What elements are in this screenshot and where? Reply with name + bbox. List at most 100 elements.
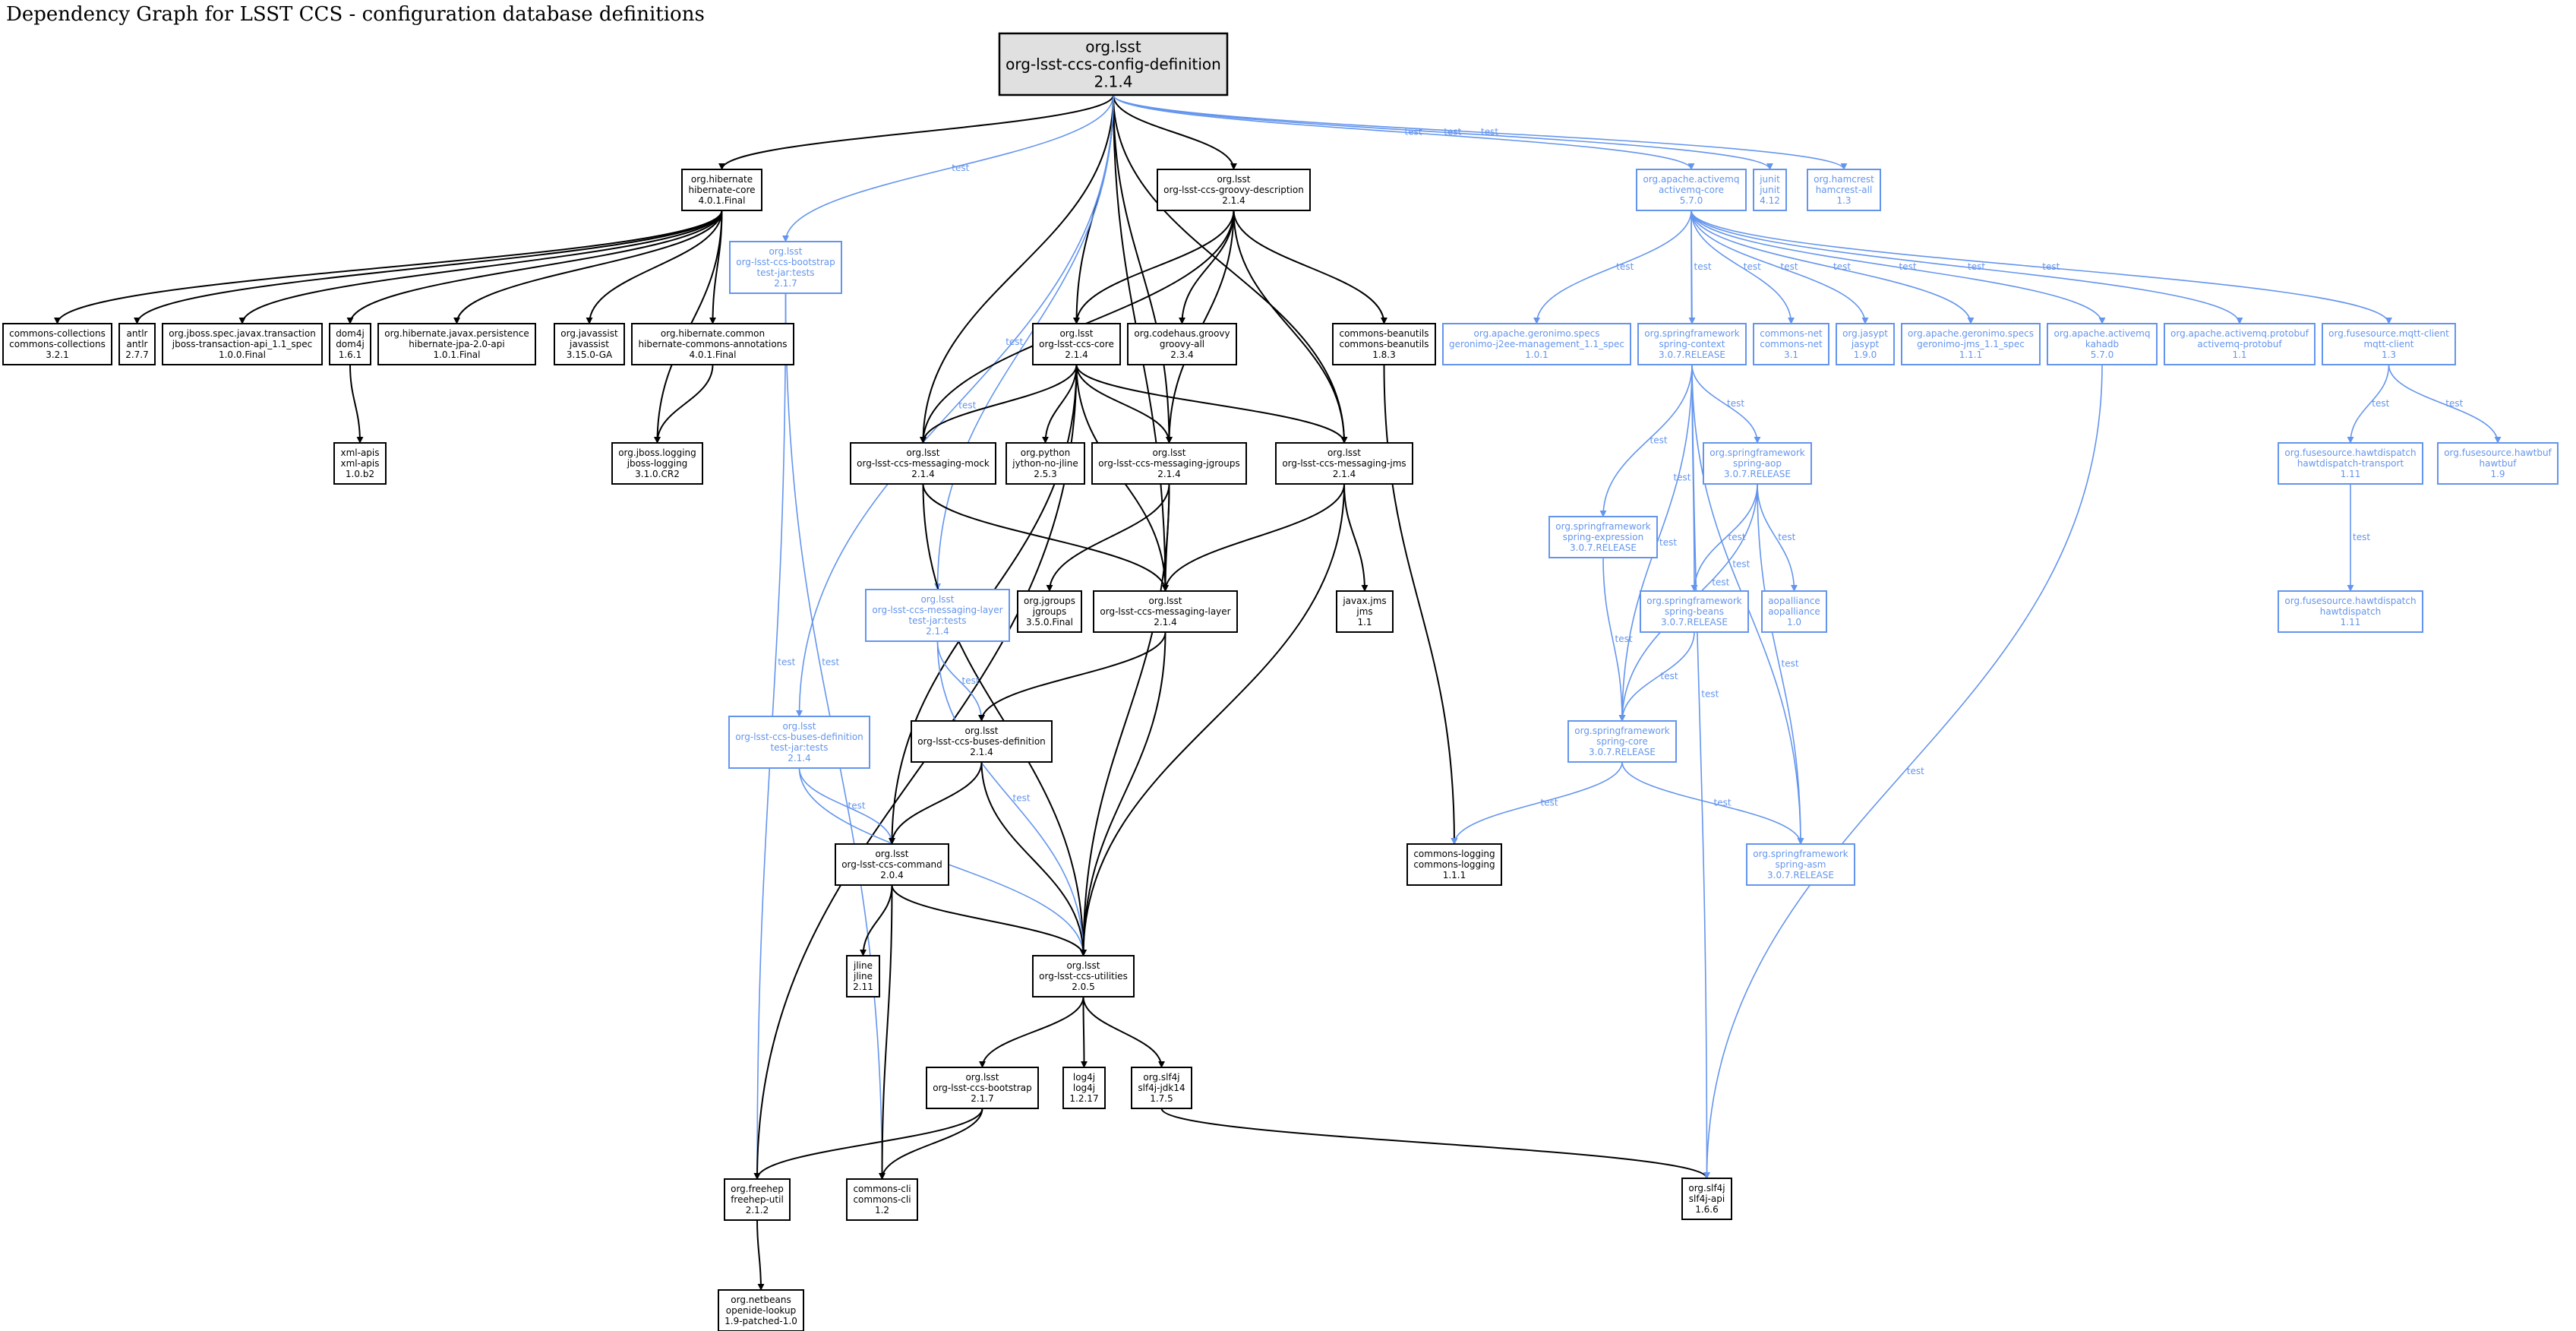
node-box	[1807, 169, 1881, 211]
node-spring-expression[interactable]: org.springframeworkspring-expression3.0.…	[1548, 516, 1658, 558]
edge-label-test: test	[1444, 127, 1461, 138]
node-box	[718, 1289, 804, 1331]
edge-commons-beanutils-to-commons-logging	[1383, 364, 1458, 845]
node-buses-definition-tests[interactable]: org.lsstorg-lsst-ccs-buses-definitiontes…	[728, 716, 870, 769]
node-activemq-protobuf[interactable]: org.apache.activemq.protobufactivemq-pro…	[2164, 323, 2316, 365]
edge-path	[978, 631, 1166, 722]
edge-path	[1757, 483, 1804, 845]
edge-slf4j-jdk14-to-slf4j-api	[1160, 1108, 1710, 1179]
edge-path	[860, 884, 893, 956]
node-hawtdispatch-transport[interactable]: org.fusesource.hawtdispatchhawtdispatch-…	[2278, 442, 2423, 485]
node-messaging-jgroups[interactable]: org.lsstorg-lsst-ccs-messaging-jgroups2.…	[1091, 442, 1247, 485]
node-hibernate-commons[interactable]: org.hibernate.commonhibernate-commons-an…	[631, 323, 794, 365]
node-openide-lookup[interactable]: org.netbeansopenide-lookup1.9-patched-1.…	[718, 1289, 804, 1331]
graph-title: Dependency Graph for LSST CCS - configur…	[6, 3, 705, 26]
node-label-line: slf4j-api	[1689, 1193, 1725, 1204]
node-bootstrap-tests[interactable]: org.lsstorg-lsst-ccs-bootstraptest-jar:t…	[729, 241, 842, 294]
node-messaging-layer-tests[interactable]: org.lsstorg-lsst-ccs-messaging-layertest…	[865, 589, 1010, 642]
node-geronimo-j2ee[interactable]: org.apache.geronimo.specsgeronimo-j2ee-m…	[1442, 323, 1631, 365]
node-spring-asm[interactable]: org.springframeworkspring-asm3.0.7.RELEA…	[1746, 843, 1855, 886]
node-label-line: jython-no-jline	[1012, 458, 1078, 469]
node-label-line: 1.1.1	[1959, 349, 1983, 360]
node-jboss-transaction[interactable]: org.jboss.spec.javax.transactionjboss-tr…	[162, 323, 323, 365]
edge-path	[1113, 94, 1695, 170]
node-groovy-description[interactable]: org.lsstorg-lsst-ccs-groovy-description2…	[1157, 169, 1311, 211]
edge-path	[1690, 483, 1758, 592]
edge-messaging-jgroups-to-ccs-utilities	[1080, 483, 1170, 956]
node-messaging-layer[interactable]: org.lsstorg-lsst-ccs-messaging-layer2.1.…	[1093, 590, 1238, 633]
node-box	[611, 442, 703, 485]
node-geronimo-jms[interactable]: org.apache.geronimo.specsgeronimo-jms_1.…	[1901, 323, 2041, 365]
edge-root-to-hamcrest	[1113, 94, 1848, 170]
edge-label-test: test	[1728, 532, 1746, 542]
edge-path	[936, 640, 1087, 956]
edge-label-test: test	[1712, 577, 1729, 588]
node-box	[1157, 169, 1311, 211]
edge-mqtt-client-to-hawtdispatch-transport	[2347, 364, 2390, 444]
node-label-line: 4.0.1.Final	[689, 349, 736, 360]
node-spring-beans[interactable]: org.springframeworkspring-beans3.0.7.REL…	[1640, 590, 1749, 633]
edge-spring-context-to-spring-expression	[1599, 364, 1693, 517]
node-hibernate-jpa[interactable]: org.hibernate.javax.persistencehibernate…	[377, 323, 536, 365]
node-label-line: jasypt	[1851, 339, 1880, 349]
node-label-line: 2.3.4	[1170, 349, 1194, 360]
node-box	[1836, 323, 1895, 365]
edge-label-test: test	[1701, 689, 1719, 700]
node-label-line: org.springframework	[1644, 328, 1740, 339]
edge-path	[1113, 94, 1237, 170]
node-box	[1091, 442, 1247, 485]
node-spring-core[interactable]: org.springframeworkspring-core3.0.7.RELE…	[1567, 720, 1677, 763]
node-spring-aop[interactable]: org.springframeworkspring-aop3.0.7.RELEA…	[1703, 442, 1812, 485]
node-box	[2278, 442, 2423, 485]
node-label-line: test-jar:tests	[756, 267, 814, 278]
node-commons-collections[interactable]: commons-collectionscommons-collections3.…	[2, 323, 112, 365]
edge-label-test: test	[1907, 766, 1924, 776]
edge-path	[1082, 996, 1165, 1068]
node-label-line: jboss-logging	[627, 458, 688, 469]
node-hawtdispatch[interactable]: org.fusesource.hawtdispatchhawtdispatch1…	[2278, 590, 2423, 633]
node-label-line: hibernate-core	[688, 185, 755, 195]
node-box	[2164, 323, 2316, 365]
node-label-line: org.lsst	[920, 594, 954, 605]
node-box	[554, 323, 625, 365]
node-buses-definition[interactable]: org.lsstorg-lsst-ccs-buses-definition2.1…	[911, 720, 1053, 763]
edge-root-to-groovy-description	[1113, 94, 1237, 170]
node-root[interactable]: org.lsstorg-lsst-ccs-config-definition2.…	[998, 32, 1229, 96]
edge-path	[1690, 210, 1869, 324]
node-box	[1005, 442, 1085, 485]
node-spring-context[interactable]: org.springframeworkspring-context3.0.7.R…	[1637, 323, 1747, 365]
